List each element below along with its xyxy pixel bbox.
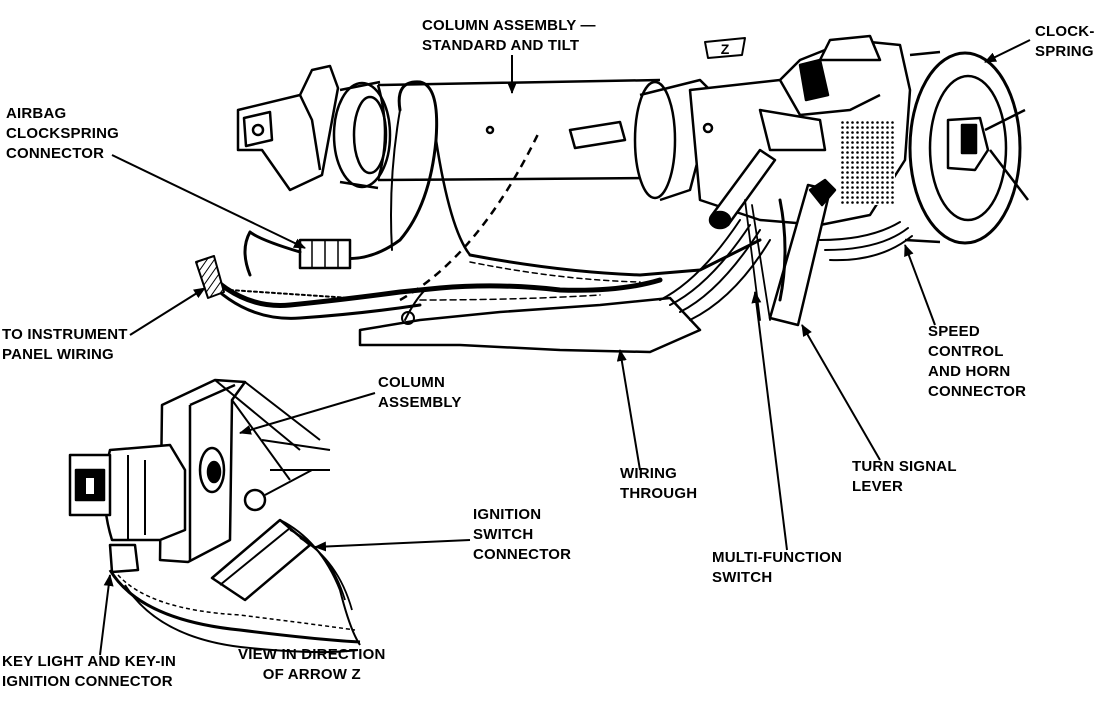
label-speed-control-horn-connector: SPEED CONTROL AND HORN CONNECTOR [928,323,1027,400]
ignition-detail-drawing [68,378,361,654]
leader-lines [99,39,1031,656]
label-ignition-switch-connector: IGNITION SWITCH CONNECTOR [473,506,572,563]
wiring-harness [195,80,913,354]
arrow-marker-label: Z [721,41,730,57]
leader-wiring-through [616,349,641,471]
label-multi-function-switch: MULTI-FUNCTION SWITCH [712,549,842,586]
leader-speed-control [904,244,936,326]
label-column-assembly-detail: COLUMN ASSEMBLY [378,374,462,411]
label-airbag-clockspring-connector: AIRBAG CLOCKSPRING CONNECTOR [6,105,120,162]
leader-instrument-panel [129,287,206,336]
label-key-light-connector: KEY LIGHT AND KEY-IN IGNITION CONNECTOR [2,653,177,690]
leader-turn-signal [801,324,881,461]
leader-column-detail [239,392,376,435]
label-turn-signal-lever: TURN SIGNAL LEVER [852,458,957,495]
label-clockspring: CLOCK- SPRING [1035,23,1095,60]
leader-multi-function [751,291,788,551]
leader-clockspring [984,39,1031,63]
leader-airbag [111,154,306,249]
column-assembly-drawing [236,34,1029,327]
label-column-assembly: COLUMN ASSEMBLY — STANDARD AND TILT [422,17,596,54]
label-wiring-through: WIRING THROUGH [620,465,698,502]
leader-key-light [99,574,114,656]
label-instrument-panel-wiring: TO INSTRUMENT PANEL WIRING [2,326,128,363]
leader-ignition-switch [314,539,471,552]
label-view-direction: VIEW IN DIRECTION OF ARROW Z [238,646,386,683]
